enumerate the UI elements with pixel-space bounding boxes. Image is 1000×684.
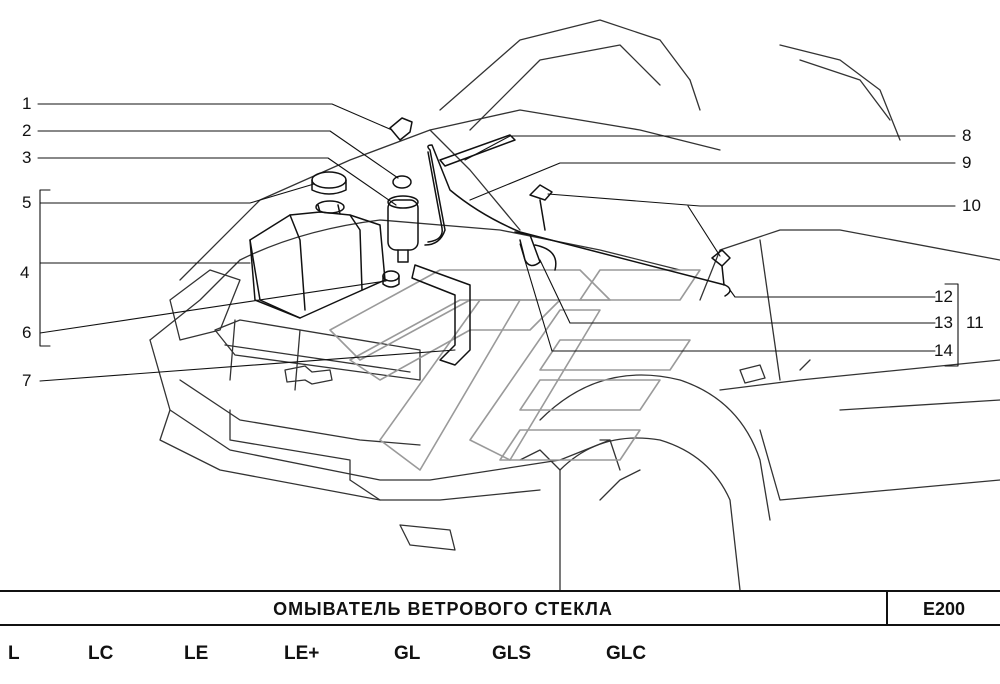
callout-4: 4: [20, 263, 30, 282]
callout-14: 14: [934, 341, 953, 360]
title-divider: [886, 592, 888, 624]
trim-level-le-plus: LE+: [284, 643, 320, 664]
nozzle-right-part: [711, 249, 731, 267]
trim-level-le: LE: [184, 643, 209, 664]
vehicle-outline: [149, 19, 1000, 590]
nozzle-strip-part: [439, 134, 516, 167]
callout-6: 6: [22, 323, 32, 342]
seal-part: [382, 270, 400, 282]
nozzle-left-part: [529, 184, 553, 201]
callout-1: 1: [22, 94, 32, 113]
callout-12: 12: [934, 287, 953, 306]
trim-level-l: L: [8, 643, 20, 664]
washer-hose: [424, 144, 731, 297]
watermark-logo: [329, 269, 701, 471]
washer-system-diagram: [37, 19, 1000, 590]
diagram-code: E200: [922, 599, 966, 619]
clip-part: [389, 117, 413, 141]
filler-cap-part: [311, 171, 347, 189]
title-block: ОМЫВАТЕЛЬ ВЕТРОВОГО СТЕКЛА E200: [0, 590, 1000, 626]
trim-level-gl: GL: [394, 643, 421, 664]
callout-7: 7: [22, 371, 32, 390]
callout-3: 3: [22, 148, 32, 167]
washer-components: [249, 117, 731, 366]
grommet-part: [392, 175, 412, 189]
trim-level-glc: GLC: [606, 643, 647, 664]
callout-5: 5: [22, 193, 32, 212]
washer-pump-part: [387, 199, 419, 251]
callout-10: 10: [962, 196, 981, 215]
bracket-part: [411, 264, 471, 366]
trim-level-lc: LC: [88, 643, 114, 664]
callout-2: 2: [22, 121, 32, 140]
diagram-title: ОМЫВАТЕЛЬ ВЕТРОВОГО СТЕКЛА: [273, 599, 613, 619]
callout-13: 13: [934, 313, 953, 332]
leader-lines: [37, 103, 959, 382]
trim-level-gls: GLS: [492, 643, 532, 664]
reservoir-part: [249, 211, 386, 319]
callout-8: 8: [962, 126, 972, 145]
callout-11: 11: [966, 313, 984, 332]
callout-9: 9: [962, 153, 972, 172]
